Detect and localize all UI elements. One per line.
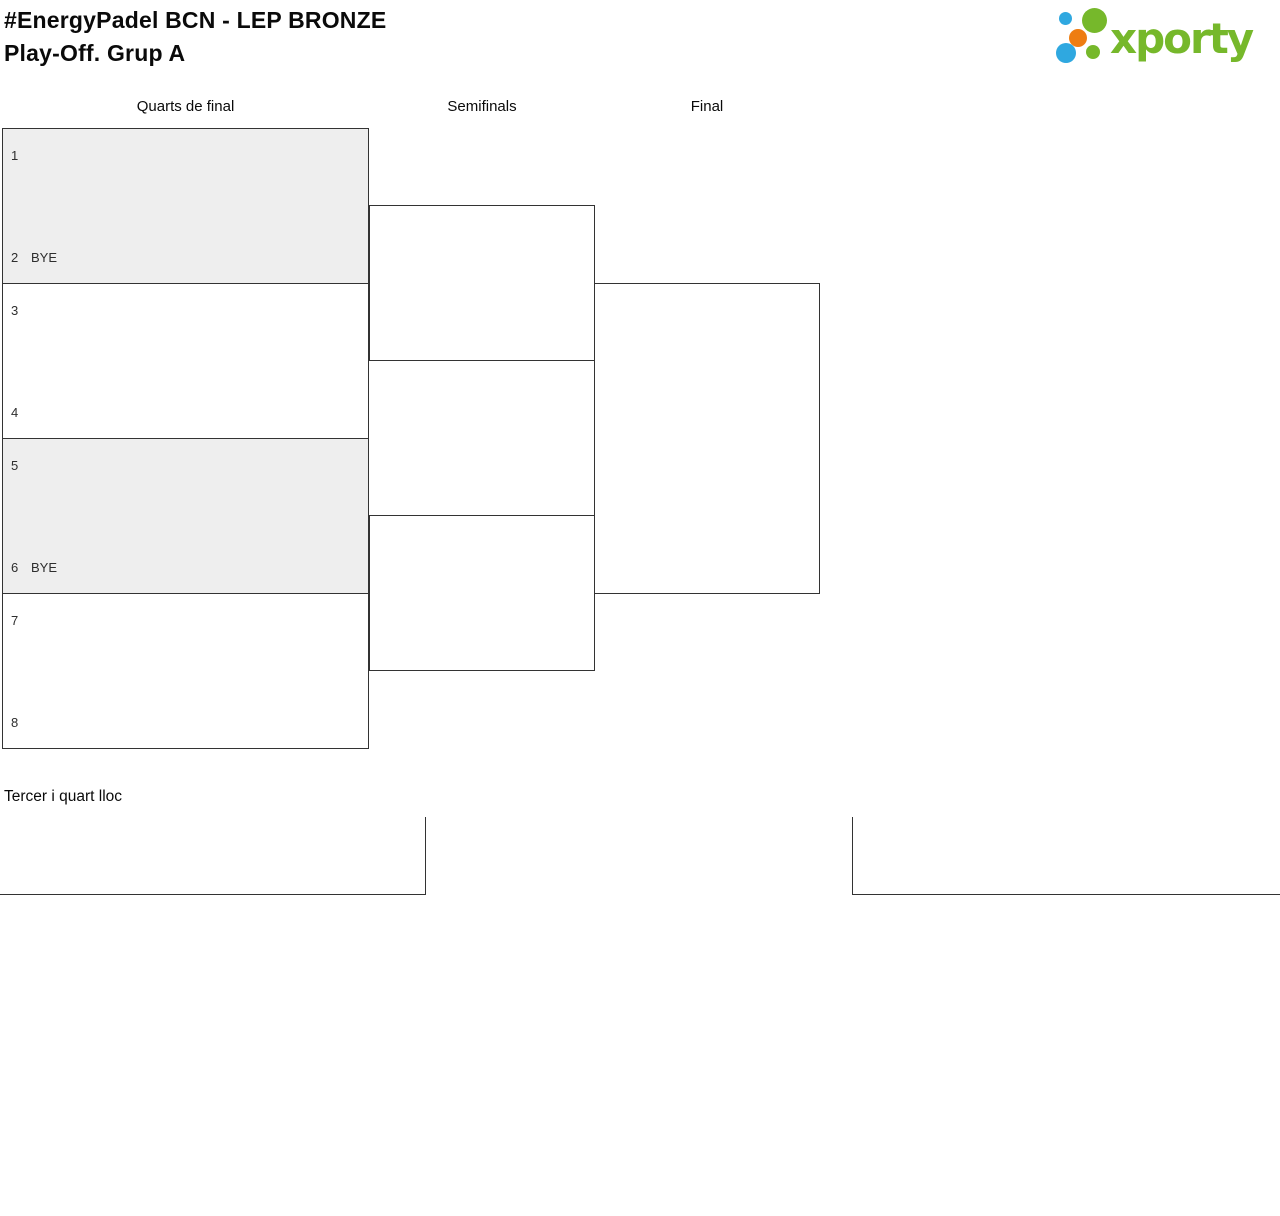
logo-dot-icon <box>1082 8 1107 33</box>
round-header-final: Final <box>690 98 724 115</box>
logo-dot-icon <box>1086 45 1100 59</box>
match-final[interactable] <box>594 283 820 594</box>
participant-slot: 2 BYE <box>11 249 360 265</box>
participant-name: BYE <box>31 249 58 265</box>
logo-dot-icon <box>1069 29 1087 47</box>
seed-number: 7 <box>11 612 19 628</box>
seed-number: 8 <box>11 714 19 730</box>
logo-dot-icon <box>1059 12 1072 25</box>
participant-slot: 7 <box>11 612 360 628</box>
participant-name: BYE <box>31 559 58 575</box>
match-quarterfinal-3[interactable]: 5 6 BYE <box>2 438 369 594</box>
participant-slot: 1 <box>11 147 360 163</box>
seed-number: 3 <box>11 302 19 318</box>
seed-number: 4 <box>11 404 19 420</box>
participant-slot: 8 <box>11 714 360 730</box>
participant-slot: 5 <box>11 457 360 473</box>
logo-dot-icon <box>1056 43 1076 63</box>
participant-slot: 4 <box>11 404 360 420</box>
match-quarterfinal-4[interactable]: 7 8 <box>2 593 369 749</box>
third-place-bracket-left[interactable] <box>0 817 426 895</box>
tournament-name: #EnergyPadel BCN - LEP BRONZE <box>4 7 387 33</box>
seed-number: 2 <box>11 249 19 265</box>
seed-number: 5 <box>11 457 19 473</box>
page-title: #EnergyPadel BCN - LEP BRONZE Play-Off. … <box>4 4 386 70</box>
match-quarterfinal-1[interactable]: 1 2 BYE <box>2 128 369 284</box>
third-place-bracket-right[interactable] <box>852 817 1280 895</box>
participant-slot: 3 <box>11 302 360 318</box>
bracket-subtitle: Play-Off. Grup A <box>4 40 186 66</box>
xporty-logo[interactable]: xporty <box>1050 0 1280 72</box>
seed-number: 1 <box>11 147 19 163</box>
round-header-semifinals: Semifinals <box>447 98 517 115</box>
match-quarterfinal-2[interactable]: 3 4 <box>2 283 369 439</box>
third-place-heading: Tercer i quart lloc <box>4 788 123 805</box>
round-header-quarterfinals: Quarts de final <box>136 98 235 115</box>
seed-number: 6 <box>11 559 19 575</box>
match-semifinal-1[interactable] <box>369 205 595 361</box>
logo-wordmark: xporty <box>1110 14 1254 63</box>
participant-slot: 6 BYE <box>11 559 360 575</box>
match-semifinal-2[interactable] <box>369 515 595 671</box>
